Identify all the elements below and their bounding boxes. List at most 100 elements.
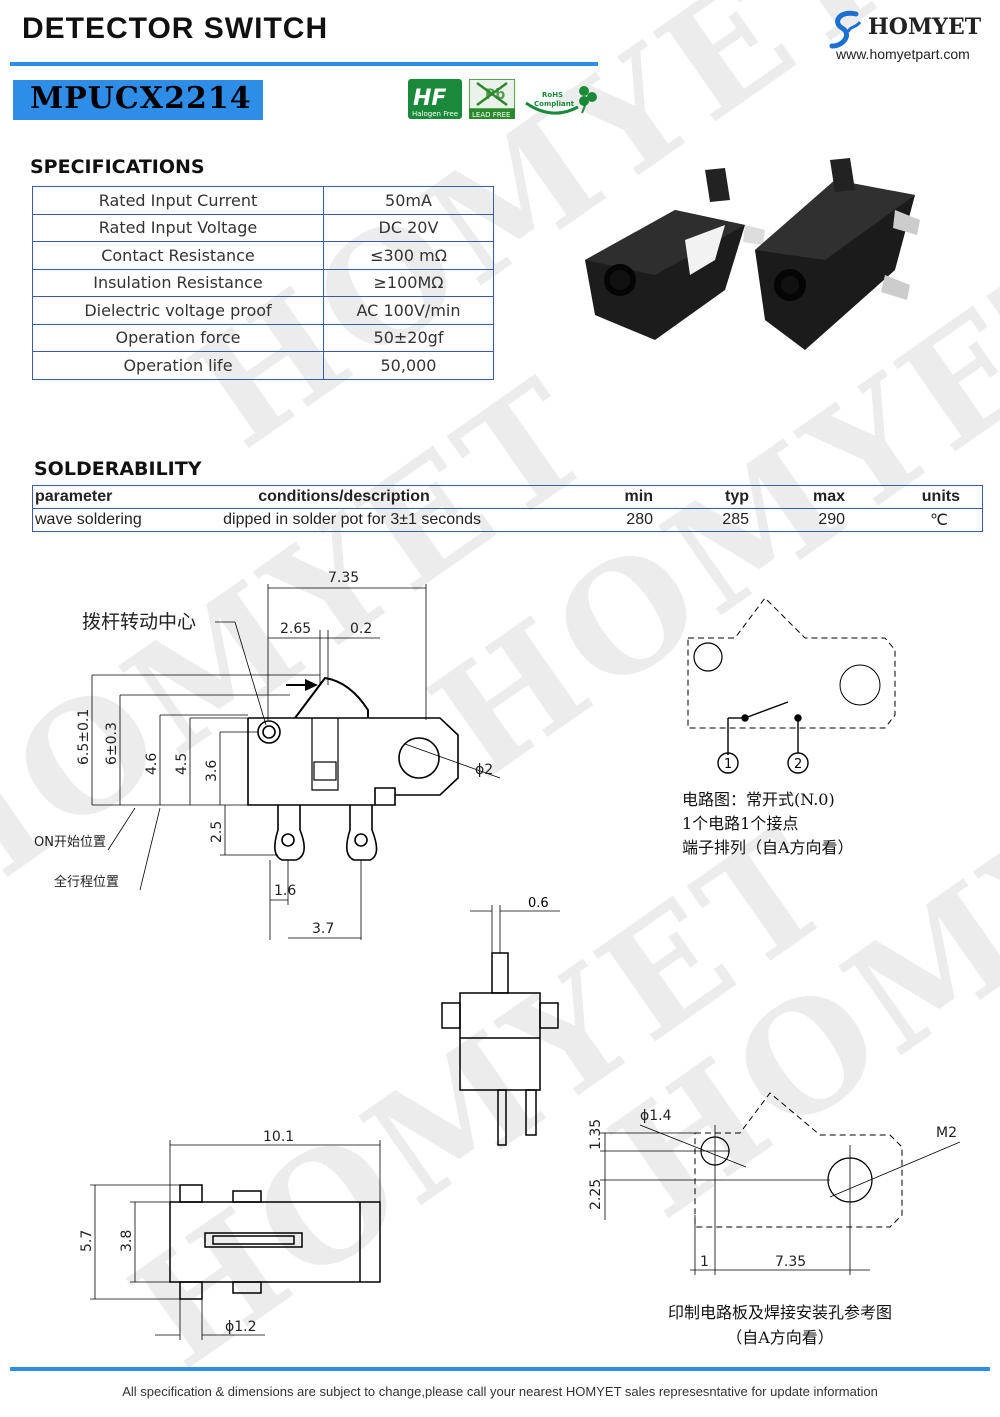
dim-h1: 1 xyxy=(700,1254,709,1270)
col-min: min xyxy=(511,485,655,509)
spec-param: Rated Input Voltage xyxy=(32,213,324,242)
spec-param: Operation life xyxy=(32,351,324,380)
dim-v1: 1.35 xyxy=(588,1119,604,1150)
switch-photo-left xyxy=(585,168,765,340)
spec-param: Operation force xyxy=(32,323,324,352)
col-typ: typ xyxy=(655,485,751,509)
pcb-footprint-drawing: ϕ1.4 M2 1.35 2.25 1 7.35 xyxy=(588,1092,961,1275)
pcb-caption-line-1: 印制电路板及焊接安装孔参考图 xyxy=(667,1303,892,1322)
spec-param: Contact Resistance xyxy=(32,241,324,270)
brand-logo: HOMYET www.homyetpart.com xyxy=(826,8,991,68)
col-parameter: parameter xyxy=(32,485,177,509)
svg-text:LEAD FREE: LEAD FREE xyxy=(472,111,510,119)
spec-value: DC 20V xyxy=(323,213,494,242)
table-header-row: parameter conditions/description min typ… xyxy=(32,485,983,509)
svg-text:HF: HF xyxy=(413,86,446,111)
col-max: max xyxy=(751,485,847,509)
page-title: DETECTOR SWITCH xyxy=(22,12,329,45)
footer-disclaimer: All specification & dimensions are subje… xyxy=(122,1384,878,1399)
cell-min: 280 xyxy=(511,508,655,532)
pcb-caption-line-2: （自A方向看） xyxy=(726,1328,834,1347)
dim-a: 2.65 xyxy=(280,621,311,637)
col-conditions: conditions/description xyxy=(177,485,511,509)
pivot-label: 拨杆转动中心 xyxy=(82,611,196,633)
dim-pitch1: 1.6 xyxy=(274,883,296,899)
solderability-heading: SOLDERABILITY xyxy=(34,458,202,480)
table-row: Insulation Resistance≥100MΩ xyxy=(32,268,494,297)
dim-h5: 3.6 xyxy=(204,760,220,782)
dim-width: 5.7 xyxy=(79,1230,95,1252)
spec-param: Rated Input Current xyxy=(32,186,324,215)
circuit-line-1: 电路图：常开式(N.0) xyxy=(682,790,835,809)
switch-photo-right xyxy=(755,158,920,350)
specifications-heading: SPECIFICATIONS xyxy=(30,156,205,178)
on-position-label: ON开始位置 xyxy=(34,835,106,850)
switch-contact-icon xyxy=(717,701,809,774)
svg-text:Compliant: Compliant xyxy=(534,100,575,108)
col-units: units xyxy=(847,485,983,509)
mount-hole-size: M2 xyxy=(936,1125,957,1141)
spec-value: 50,000 xyxy=(323,351,494,380)
hole-diameter: ϕ2 xyxy=(475,762,493,778)
dim-h2: 7.35 xyxy=(775,1254,806,1270)
pin-2: 2 xyxy=(794,757,802,772)
dim-h6: 2.5 xyxy=(209,821,225,843)
dim-v2: 2.25 xyxy=(588,1179,604,1210)
dim-h3: 4.6 xyxy=(144,753,160,775)
table-row: wave soldering dipped in solder pot for … xyxy=(32,508,983,532)
svg-text:RoHS: RoHS xyxy=(542,91,563,99)
side-view-drawing: 0.6 xyxy=(441,896,560,1146)
lead-free-badge: Pb LEAD FREE xyxy=(468,78,516,119)
table-row: Contact Resistance≤300 mΩ xyxy=(32,241,494,270)
dim-b: 0.2 xyxy=(350,621,372,637)
spec-param: Insulation Resistance xyxy=(32,268,324,297)
spec-value: ≥100MΩ xyxy=(323,268,494,297)
pcb-caption: 印制电路板及焊接安装孔参考图 （自A方向看） xyxy=(600,1300,960,1350)
product-photo xyxy=(585,158,920,350)
cell-max: 290 xyxy=(751,508,847,532)
circuit-line-3: 端子排列（自A方向看） xyxy=(682,838,854,857)
circuit-caption: 电路图：常开式(N.0) 1个电路1个接点 端子排列（自A方向看） xyxy=(682,788,854,860)
dim-inner: 3.8 xyxy=(119,1230,135,1252)
dim-pin: ϕ1.2 xyxy=(225,1319,257,1335)
full-travel-label: 全行程位置 xyxy=(54,874,119,890)
solderability-table: parameter conditions/description min typ… xyxy=(32,485,983,532)
footer-divider xyxy=(10,1367,990,1371)
dim-total-width: 7.35 xyxy=(328,570,359,586)
header-divider xyxy=(10,62,598,66)
dim-h4: 4.5 xyxy=(174,753,190,775)
rohs-badge: RoHS Compliant xyxy=(522,79,598,119)
model-number: MPUCX2214 xyxy=(30,81,252,116)
cell-units: ℃ xyxy=(847,508,983,532)
brand-name: HOMYET xyxy=(868,14,982,40)
spec-value: AC 100V/min xyxy=(323,296,494,325)
dim-pitch2: 3.7 xyxy=(312,921,334,937)
circuit-line-2: 1个电路1个接点 xyxy=(682,814,799,833)
pin-1: 1 xyxy=(724,757,732,772)
dim-h1: 6.5±0.1 xyxy=(76,709,92,765)
cell-typ: 285 xyxy=(655,508,751,532)
brand-website: www.homyetpart.com xyxy=(836,46,970,62)
dim-length: 10.1 xyxy=(263,1129,294,1145)
spec-value: ≤300 mΩ xyxy=(323,241,494,270)
actuation-arrow-icon xyxy=(286,679,318,691)
dim-thickness: 0.6 xyxy=(528,896,549,911)
spec-param: Dielectric voltage proof xyxy=(32,296,324,325)
circuit-diagram: 1 2 xyxy=(687,597,896,774)
spec-value: 50mA xyxy=(323,186,494,215)
halogen-free-badge: HF Halogen Free xyxy=(408,79,462,119)
front-view-drawing: 7.35 2.65 0.2 拨杆转动中心 6.5±0.1 6±0.3 4.6 4… xyxy=(34,570,501,940)
cell-parameter: wave soldering xyxy=(32,508,177,532)
cell-conditions: dipped in solder pot for 3±1 seconds xyxy=(177,508,511,532)
model-box xyxy=(13,80,263,120)
svg-text:Halogen Free: Halogen Free xyxy=(412,110,458,118)
brand-swirl-icon xyxy=(829,10,862,49)
bottom-view-drawing: 10.1 5.7 3.8 ϕ1.2 xyxy=(79,1129,381,1340)
dim-h2: 6±0.3 xyxy=(104,722,120,765)
